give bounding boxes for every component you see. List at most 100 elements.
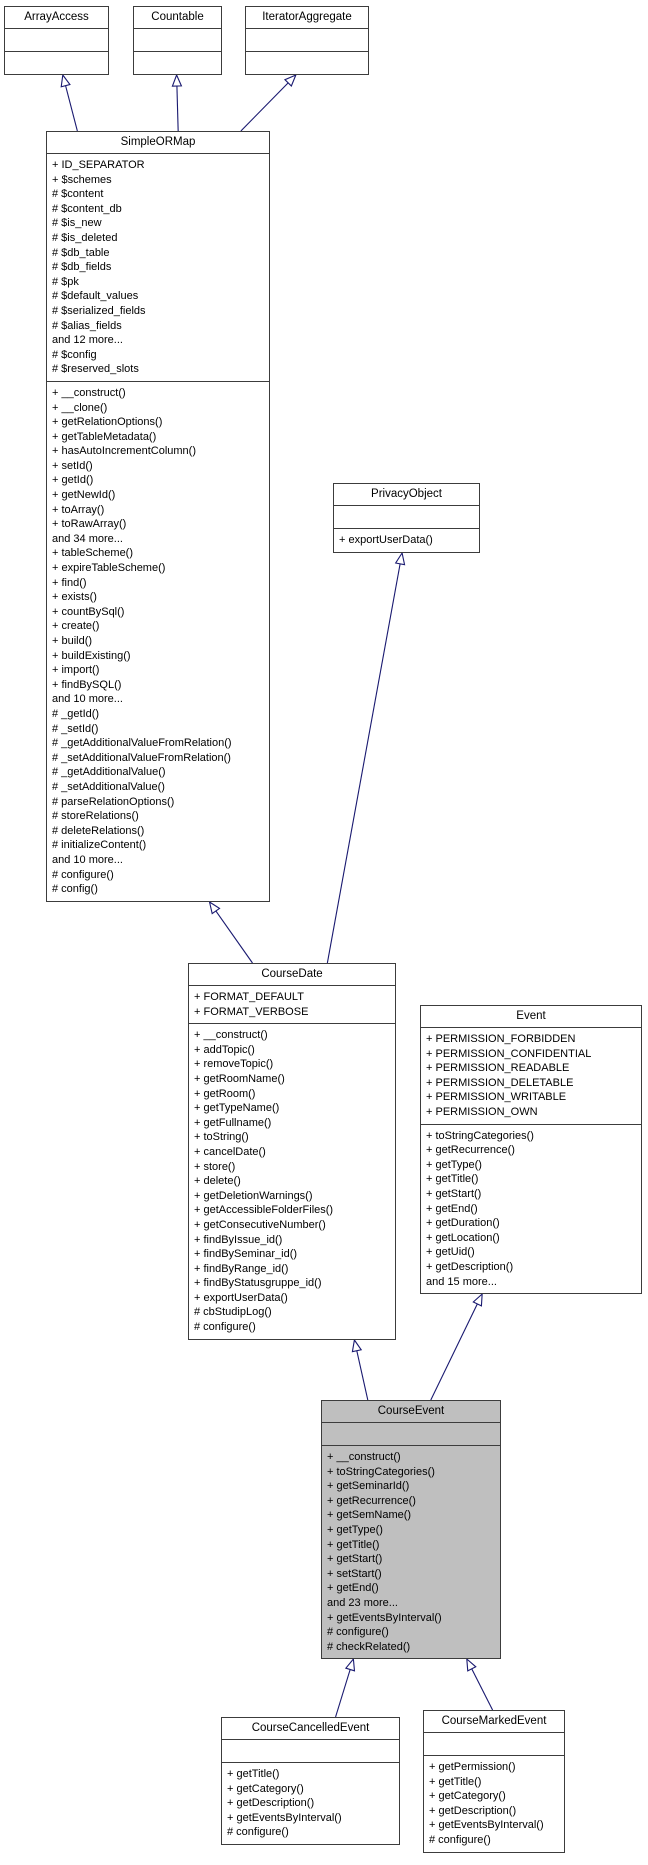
class-name: Event: [516, 1010, 546, 1022]
methods-compartment: + toStringCategories() + getRecurrence() +…: [421, 1123, 641, 1294]
class-box-coursedate[interactable]: CourseDate+ FORMAT_DEFAULT+ FORMAT_VERBO…: [188, 963, 396, 1340]
method-line: + getDuration(): [426, 1217, 500, 1230]
attribute-line: # $is_new: [52, 217, 102, 230]
method-line: + getDescription(): [429, 1804, 517, 1817]
class-name: CourseMarkedEvent: [441, 1715, 547, 1727]
method-line: + exists(): [52, 591, 97, 604]
method-line: + findBySQL(): [52, 678, 122, 691]
inheritance-arrow-coursecancelledevent-to-courseevent: [335, 1657, 356, 1718]
method-line: + getRelationOptions(): [52, 416, 163, 429]
method-line: + exportUserData(): [194, 1291, 288, 1304]
method-line: + getStart(): [426, 1187, 482, 1200]
method-line: # configure(): [227, 1826, 289, 1839]
class-box-countable[interactable]: Countable: [133, 6, 222, 75]
method-line: + getDescription(): [426, 1260, 514, 1273]
attribute-line: # $db_table: [52, 246, 110, 259]
method-line: + build(): [52, 635, 93, 647]
method-line: + getRecurrence(): [426, 1144, 515, 1157]
method-line: + import(): [52, 664, 100, 677]
attribute-line: + PERMISSION_CONFIDENTIAL: [426, 1047, 592, 1060]
method-line: + findByRange_id(): [194, 1262, 289, 1275]
method-line: + toArray(): [52, 503, 105, 516]
method-line: + getSemName(): [327, 1509, 412, 1522]
method-line: + countBySql(): [52, 605, 125, 618]
attribute-line: # $default_values: [52, 290, 139, 303]
methods-compartment: [246, 51, 368, 74]
method-line: + getTitle(): [327, 1538, 380, 1551]
method-line: + toStringCategories(): [426, 1129, 534, 1142]
inheritance-arrow-coursedate-to-simpleormap: [208, 900, 253, 964]
method-line: + getNewId(): [52, 489, 116, 502]
method-line: + getTitle(): [429, 1775, 482, 1788]
attributes-compartment: [134, 28, 221, 51]
method-line: # configure(): [194, 1321, 256, 1334]
class-name: PrivacyObject: [371, 488, 442, 500]
attribute-line: + PERMISSION_DELETABLE: [426, 1076, 574, 1089]
method-line: + getUid(): [426, 1246, 475, 1259]
method-line: # config(): [52, 883, 98, 896]
method-line: + getEnd(): [426, 1202, 478, 1215]
method-line: + getEnd(): [327, 1582, 379, 1595]
method-line: + getCategory(): [429, 1790, 506, 1803]
method-line: and 10 more...: [52, 693, 123, 706]
method-line: + find(): [52, 576, 87, 589]
inheritance-arrow-coursedate-to-privacyobject: [326, 551, 406, 964]
method-line: + cancelDate(): [194, 1145, 266, 1158]
method-line: + create(): [52, 620, 100, 633]
attributes-compartment: [322, 1422, 500, 1445]
method-line: # initializeContent(): [52, 839, 147, 852]
attribute-line: + PERMISSION_WRITABLE: [426, 1091, 567, 1104]
class-box-simpleormap[interactable]: SimpleORMap + ID_SEPARATOR+ $schemes# $co…: [46, 131, 270, 902]
method-line: + expireTableScheme(): [52, 562, 166, 575]
class-name: CourseEvent: [377, 1405, 445, 1417]
method-line: + getTitle(): [227, 1768, 280, 1780]
method-line: + delete(): [194, 1175, 241, 1188]
class-box-arrayaccess[interactable]: ArrayAccess: [4, 6, 109, 75]
method-line: # deleteRelations(): [52, 824, 145, 837]
inheritance-arrow-simpleormap-to-countable: [171, 73, 183, 132]
method-line: # _getAdditionalValue(): [52, 766, 166, 779]
attribute-line: + PERMISSION_OWN: [426, 1105, 538, 1118]
attributes-compartment: [424, 1732, 564, 1755]
attribute-line: + FORMAT_VERBOSE: [194, 1005, 309, 1018]
method-line: + findByIssue_id(): [194, 1233, 283, 1246]
method-line: # storeRelations(): [52, 810, 139, 823]
method-line: + findByStatusgruppe_id(): [194, 1277, 322, 1290]
attributes-compartment: + PERMISSION_FORBIDDEN+ PERMISSION_CONFI…: [421, 1027, 641, 1124]
class-name: IteratorAggregate: [262, 11, 352, 23]
method-line: + __construct(): [327, 1451, 401, 1463]
method-line: + getRoom(): [194, 1087, 256, 1100]
method-line: and 23 more...: [327, 1596, 398, 1609]
attributes-compartment: + ID_SEPARATOR+ $schemes# $content# $con…: [47, 153, 269, 381]
method-line: + getFullname(): [194, 1116, 272, 1129]
class-box-courseevent[interactable]: CourseEvent + __construct()+ toStringCate…: [321, 1400, 501, 1660]
methods-compartment: + __construct()+ toStringCategories()+ g…: [322, 1445, 500, 1658]
method-line: + __construct(): [52, 386, 126, 399]
method-line: # configure(): [52, 868, 114, 881]
class-box-privacyobject[interactable]: PrivacyObject + exportUserData(): [333, 483, 480, 553]
class-name: Countable: [151, 11, 204, 23]
method-line: + setStart(): [327, 1567, 382, 1580]
attribute-line: and 12 more...: [52, 334, 123, 347]
class-box-coursemarkedevent[interactable]: CourseMarkedEvent+ getPermission()+ getT…: [423, 1710, 565, 1853]
method-line: + getTitle(): [426, 1173, 479, 1186]
attribute-line: # $is_deleted: [52, 231, 118, 244]
method-line: + getSeminarId(): [327, 1480, 410, 1493]
attributes-compartment: [5, 28, 108, 51]
method-line: and 10 more...: [52, 853, 123, 866]
method-line: + exportUserData(): [339, 534, 433, 546]
attribute-line: # $content_db: [52, 202, 122, 215]
method-line: + hasAutoIncrementColumn(): [52, 445, 196, 458]
class-box-iteratoraggregate[interactable]: IteratorAggregate: [245, 6, 369, 75]
class-name: CourseDate: [261, 968, 323, 980]
method-line: # configure(): [327, 1626, 389, 1639]
class-name: SimpleORMap: [120, 136, 196, 148]
method-line: # parseRelationOptions(): [52, 795, 175, 808]
attribute-line: # $reserved_slots: [52, 363, 139, 376]
attributes-compartment: [246, 28, 368, 51]
class-box-coursecancelledevent[interactable]: CourseCancelledEvent+ getTitle()+ getCat…: [221, 1717, 400, 1845]
method-line: + getType(): [327, 1523, 383, 1536]
method-line: + toRawArray(): [52, 518, 127, 531]
class-box-event[interactable]: Event + PERMISSION_FORBIDDEN+ PERMISSION_…: [420, 1005, 642, 1295]
